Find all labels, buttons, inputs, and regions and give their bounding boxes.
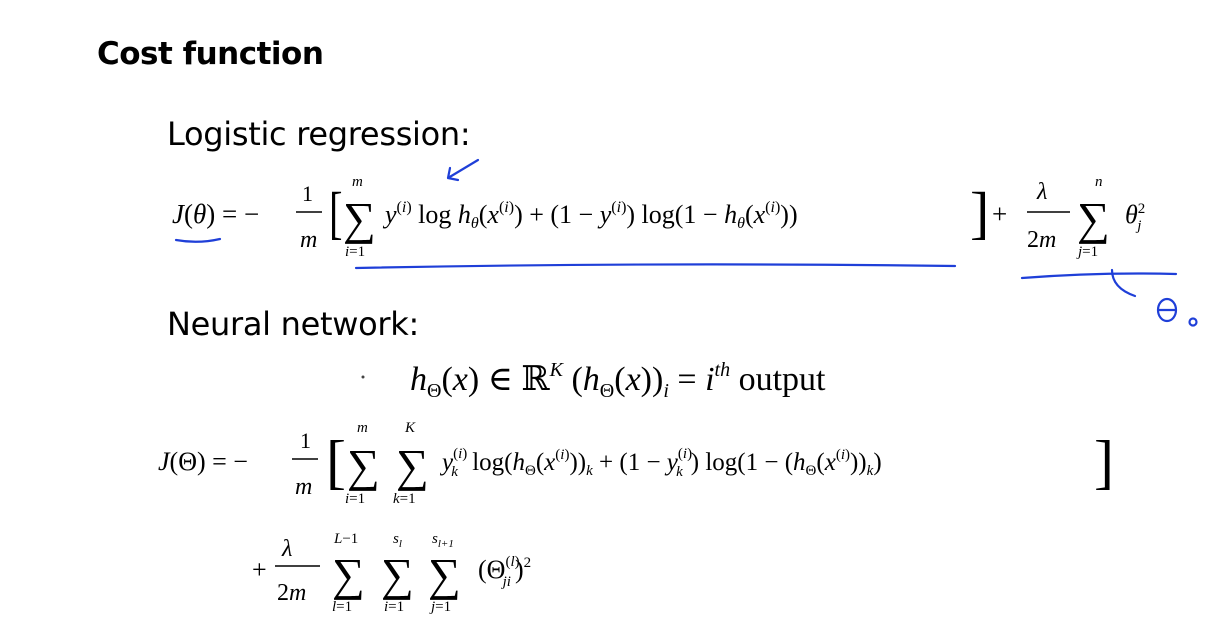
svg-text:∑: ∑ [428, 549, 461, 600]
svg-text:i=1: i=1 [345, 491, 365, 507]
underline-regularization [1020, 272, 1178, 280]
neural-network-heading: Neural network: [167, 305, 419, 343]
svg-text:J(θ) = −: J(θ) = − [172, 199, 259, 229]
handwritten-annotations [174, 158, 1198, 327]
svg-text:l=1: l=1 [332, 599, 352, 615]
svg-text:j=1: j=1 [429, 599, 451, 615]
hypothesis-formula: hΘ(x) ∈ ℝK (hΘ(x))i = ith output [361, 359, 826, 402]
svg-text:y(i) log hθ(x(i)) + (1 − y(i)): y(i) log hθ(x(i)) + (1 − y(i)) log(1 − h… [382, 199, 798, 232]
svg-text:+: + [252, 555, 267, 584]
svg-text:K: K [404, 420, 416, 436]
neural-cost-formula-line2: + λ 2m L−1 ∑ l=1 sl ∑ i=1 sl+1 ∑ j=1 (Θ(… [252, 531, 531, 615]
neural-cost-formula-line1: J(Θ) = − 1 m [ m ∑ i=1 K ∑ k=1 y(i)k log… [158, 420, 1114, 507]
svg-text:2m: 2m [277, 580, 306, 606]
svg-text:2m: 2m [1027, 227, 1056, 253]
svg-text:hΘ(x) ∈ ℝK (hΘ(x))i = ith ou: hΘ(x) ∈ ℝK (hΘ(x))i = ith output [410, 359, 826, 402]
slide-title: Cost function [97, 36, 324, 72]
svg-text:1: 1 [302, 181, 313, 206]
svg-text:+: + [992, 199, 1007, 229]
svg-text:∑: ∑ [347, 440, 380, 491]
svg-text:m: m [300, 227, 317, 253]
underline-summation [354, 263, 957, 270]
svg-text:∑: ∑ [1077, 193, 1110, 244]
svg-text:∑: ∑ [396, 440, 429, 491]
svg-text:j=1: j=1 [1076, 244, 1098, 260]
svg-text:(Θ(l)ji)2: (Θ(l)ji)2 [478, 554, 531, 590]
svg-text:i=1: i=1 [384, 599, 404, 615]
svg-text:[: [ [329, 180, 343, 245]
arrow-to-theta0 [1110, 268, 1137, 298]
svg-text:n: n [1095, 174, 1103, 190]
underline-j-theta [174, 237, 222, 243]
svg-text:L−1: L−1 [333, 531, 358, 547]
svg-text:1: 1 [300, 428, 311, 453]
svg-text:θ2j: θ2j [1125, 200, 1145, 234]
svg-text:m: m [352, 174, 363, 190]
svg-text:]: ] [970, 180, 989, 245]
svg-text:λ: λ [1036, 179, 1047, 205]
svg-text:∑: ∑ [381, 549, 414, 600]
svg-text:i=1: i=1 [345, 244, 365, 260]
svg-text:m: m [357, 420, 368, 436]
svg-text:]: ] [1094, 429, 1114, 495]
logistic-regression-heading: Logistic regression: [167, 115, 471, 153]
svg-text:sl+1: sl+1 [432, 531, 454, 550]
svg-text:∑: ∑ [343, 193, 376, 244]
svg-text:y(i)k log(hΘ(x(i)))k + (1 − y(: y(i)k log(hΘ(x(i)))k + (1 − y(i)k) log(1… [439, 446, 882, 480]
svg-text:sl: sl [393, 531, 402, 550]
svg-text:k=1: k=1 [393, 491, 416, 507]
stray-dot [361, 375, 365, 379]
svg-text:m: m [295, 474, 312, 500]
logistic-cost-formula: J(θ) = − 1 m [ m ∑ i=1 y(i) log hθ(x(i))… [172, 174, 1145, 260]
svg-text:∑: ∑ [332, 549, 365, 600]
svg-text:[: [ [326, 429, 346, 495]
arrow-to-y [446, 158, 480, 182]
svg-text:λ: λ [281, 536, 292, 562]
svg-text:J(Θ) = −: J(Θ) = − [158, 447, 248, 476]
theta-subscript-zero [1188, 317, 1198, 327]
